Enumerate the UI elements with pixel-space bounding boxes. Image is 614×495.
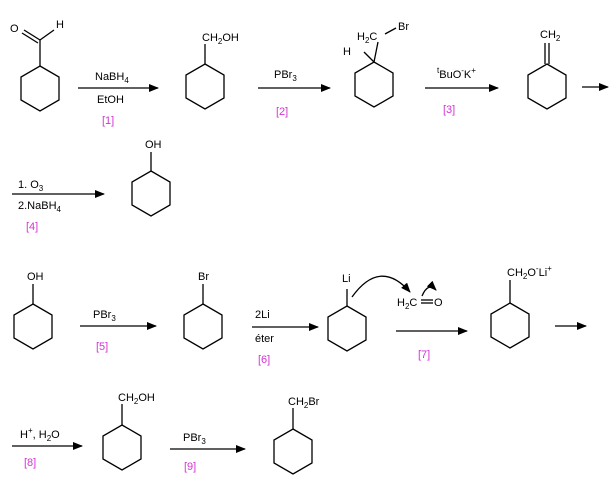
aldehyde-hydrogen-label: H <box>56 19 64 31</box>
step-5: PBr3 [5] <box>80 309 157 353</box>
cyclohexyllithium-structure: Li <box>327 273 367 352</box>
carbonyl-electron-arrow <box>421 280 437 297</box>
step-number-6: [6] <box>258 354 270 366</box>
formaldehyde-label: H2C <box>397 297 417 311</box>
hydrogen-label: H <box>343 46 351 58</box>
lithium-label: Li <box>342 273 351 285</box>
step-9: PBr3 [9] <box>170 432 246 473</box>
reagent-9: PBr3 <box>183 432 206 446</box>
bromomethylcyclohexane-structure-1: H H2C Br <box>343 21 409 108</box>
ch2oh-label-2: CH2OH <box>118 392 155 406</box>
step-2: PBr3 [2] <box>258 69 331 118</box>
step-number-5: [5] <box>96 341 108 353</box>
hydroxyl-label-1: OH <box>145 139 162 151</box>
bromine-label-2: Br <box>198 271 209 283</box>
reagent-1-top: NaBH4 <box>95 71 129 85</box>
step-number-8: [8] <box>24 457 36 469</box>
cyclohexanol-structure-2: OH <box>13 271 53 350</box>
aldehyde-oxygen-label: O <box>10 23 19 35</box>
step-number-7: [7] <box>418 349 430 361</box>
ch2-label: CH2 <box>540 29 561 43</box>
step-number-3: [3] <box>443 104 455 116</box>
step-1: NaBH4 EtOH [1] <box>78 71 159 127</box>
methylenecyclohexane-structure: CH2 <box>527 29 567 110</box>
cyclohexanecarbaldehyde-structure: O H <box>10 19 64 112</box>
ch2oh-label-1: CH2OH <box>202 32 239 46</box>
cyclohexane-ring <box>20 65 60 112</box>
alkoxide-label: CH2O-Li+ <box>507 264 552 281</box>
reagent-3: tBuO-K+ <box>437 66 476 81</box>
bromine-label-1: Br <box>398 21 409 33</box>
step-8: H+, H2O [8] <box>12 426 83 469</box>
step-number-9: [9] <box>184 461 196 473</box>
lithium-alkoxide-structure: CH2O-Li+ <box>490 264 552 349</box>
step-number-1: [1] <box>102 115 114 127</box>
step-number-2: [2] <box>276 106 288 118</box>
step-4: 1. O3 2.NaBH4 [4] <box>12 179 105 233</box>
formaldehyde-oxygen-label: O <box>434 297 443 309</box>
step-number-4: [4] <box>26 221 38 233</box>
reagent-4-line-2: 2.NaBH4 <box>18 200 62 214</box>
cyclohexylmethanol-structure-1: CH2OH <box>185 32 239 110</box>
reagent-1-bottom: EtOH <box>97 94 124 106</box>
reagent-5: PBr3 <box>93 309 116 323</box>
cyclohexanol-structure-1: OH <box>131 139 171 217</box>
reagent-4-line-1: 1. O3 <box>18 179 44 193</box>
reagent-2: PBr3 <box>274 69 297 83</box>
reagent-8: H+, H2O <box>20 426 60 443</box>
hydroxyl-label-2: OH <box>27 271 44 283</box>
h2c-label: H2C <box>357 31 377 45</box>
step-7: [7] <box>396 327 468 361</box>
reagent-6-top: 2Li <box>255 309 270 321</box>
reagent-6-bottom: éter <box>255 333 274 345</box>
cyclohexylmethanol-structure-2: CH2OH <box>102 392 155 471</box>
ch2br-label: CH2Br <box>288 396 320 410</box>
formaldehyde-structure: H2C O <box>397 280 443 311</box>
step-6: 2Li éter [6] <box>252 309 319 366</box>
curved-electron-arrow <box>351 275 411 298</box>
bromocyclohexane-structure: Br <box>183 271 223 350</box>
bromomethylcyclohexane-structure-2: CH2Br <box>273 396 320 475</box>
step-3: tBuO-K+ [3] <box>425 66 499 116</box>
